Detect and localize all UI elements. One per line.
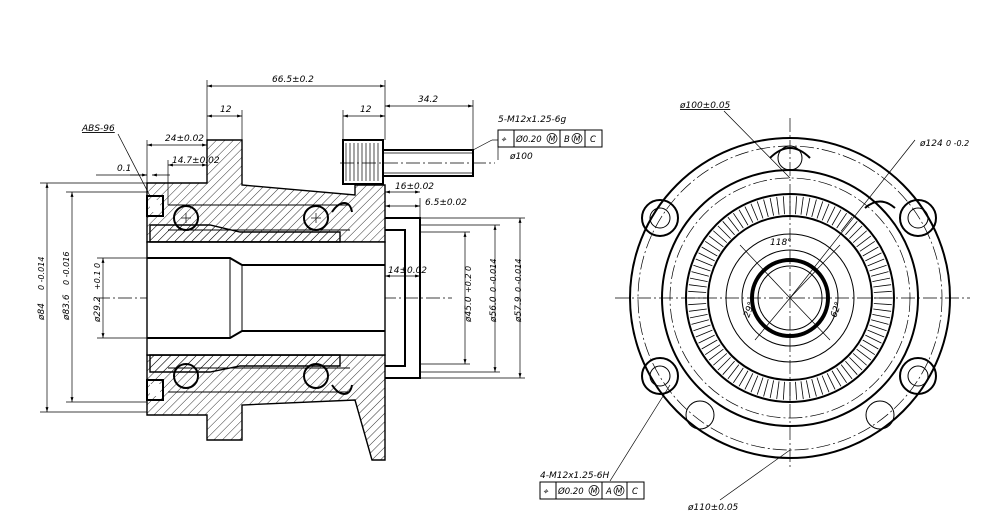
abs-seal-lower-inner	[150, 384, 160, 396]
front-view: 118° 29° 62° ø100±0.05 ø124 0 -0.2 ø110±…	[539, 101, 970, 513]
dia-100-label: ø100±0.05	[679, 101, 731, 111]
stud-recesses	[685, 145, 896, 430]
bore-profile	[147, 257, 385, 339]
stud-position-fcf: ⌖ Ø0.20 M B M C	[497, 129, 603, 148]
dim-dia-57-9-tol: 0 -0.014	[514, 259, 523, 292]
dia-110-label: ø110±0.05	[687, 503, 739, 513]
bore-circle	[750, 258, 830, 338]
dim-dia-57-9: ø57.9	[514, 296, 524, 323]
seal-right-upper	[331, 202, 353, 213]
abs-seal-upper-inner	[150, 200, 160, 212]
seal-right-lower	[331, 384, 353, 395]
hole-thread-spec: 4-M12x1.25-6H	[540, 471, 610, 481]
section-view: 66.5±0.2 12 12 34.2 5-M12x1.25-6g ⌖ Ø0.2…	[37, 75, 603, 461]
dim-dia-45: ø45.0	[464, 296, 474, 323]
tone-ring-outer	[685, 193, 895, 403]
pcd-100	[669, 177, 911, 419]
ball-upper-left	[173, 205, 199, 231]
abs-seal-upper	[146, 195, 164, 217]
ball-upper-right	[303, 205, 329, 231]
hole-fcf-modifier: M	[591, 487, 598, 496]
dim-face-24: 24±0.02	[165, 134, 204, 144]
dim-6-5: 6.5±0.02	[425, 198, 467, 208]
dim-overall-length: 66.5±0.2	[272, 75, 314, 85]
ball-lower-right	[303, 363, 329, 389]
dim-dia-84: ø84	[37, 303, 47, 321]
dim-dia-29-2-tol: +0.1 0	[93, 263, 102, 290]
hole-position-symbol: ⌖	[543, 487, 549, 497]
dia-124-label: ø124	[919, 139, 943, 149]
stud-pcd: ø100	[509, 152, 533, 162]
stud-fcf-datum-b-mod: M	[574, 135, 581, 144]
hole-fcf-tolerance: Ø0.20	[557, 486, 584, 497]
dim-stud-head: 12	[360, 105, 372, 115]
angle-118: 118°	[770, 238, 792, 248]
stud-thread-spec: 5-M12x1.25-6g	[498, 115, 567, 125]
bore-upper	[146, 241, 386, 356]
abs-leader	[117, 133, 151, 197]
flange-hole-tl	[641, 199, 679, 237]
seal-ring	[725, 233, 855, 363]
dim-dia-56-tol: 0 -0.014	[489, 259, 498, 292]
hole-fcf-datum-a: A	[605, 487, 612, 497]
dim-16: 16±0.02	[395, 182, 434, 192]
tone-ring-teeth	[688, 196, 892, 400]
flange-hole-bl	[641, 357, 679, 395]
ball-lower-left	[173, 363, 199, 389]
dim-dia-45-tol: +0.2 0	[464, 266, 473, 293]
dim-flange-width: 12	[220, 105, 232, 115]
flange-outer	[629, 137, 951, 459]
hole-position-fcf: ⌖ Ø0.20 M A M C	[539, 481, 645, 500]
stud-fcf-modifier: M	[549, 135, 556, 144]
abs-seal-lower	[146, 379, 164, 401]
hole-fcf-datum-c: C	[632, 487, 638, 497]
angle-62: 62°	[829, 301, 844, 319]
abs-label: ABS-96	[81, 124, 115, 134]
dim-dia-84-tol: 0 -0.014	[37, 257, 46, 290]
dim-dia-83-6-tol: 0 -0.016	[62, 252, 71, 285]
dim-dia-56: ø56.0	[489, 296, 499, 323]
stud-fcf-datum-b: B	[564, 135, 570, 145]
dim-face-14-7: 14.7±0.02	[172, 156, 220, 166]
flange-hole-br	[899, 357, 937, 395]
hole-fcf-datum-a-mod: M	[616, 487, 623, 496]
inner-race-ring	[741, 249, 839, 347]
dia-124-tol: 0 -0.2	[946, 139, 969, 148]
stud-fcf-tolerance: Ø0.20	[515, 134, 542, 145]
dim-dia-29-2: ø29.2	[93, 296, 103, 323]
bore-inner	[757, 265, 823, 331]
position-symbol: ⌖	[501, 135, 507, 145]
dim-gap-0-1: 0.1	[117, 164, 131, 174]
hub-flange-lower	[146, 354, 386, 461]
dim-stud-length: 34.2	[418, 95, 438, 105]
tone-ring-inner	[707, 215, 873, 381]
pilot-face	[385, 217, 421, 379]
flange-lugs	[641, 199, 937, 395]
stud-fcf-datum-c: C	[590, 135, 596, 145]
inner-hub-upper	[149, 224, 341, 243]
wheel-stud-head	[342, 139, 384, 185]
dim-14: 14±0.02	[388, 266, 427, 276]
dim-dia-83-6: ø83.6	[62, 294, 72, 321]
flange-hole-tr	[899, 199, 937, 237]
